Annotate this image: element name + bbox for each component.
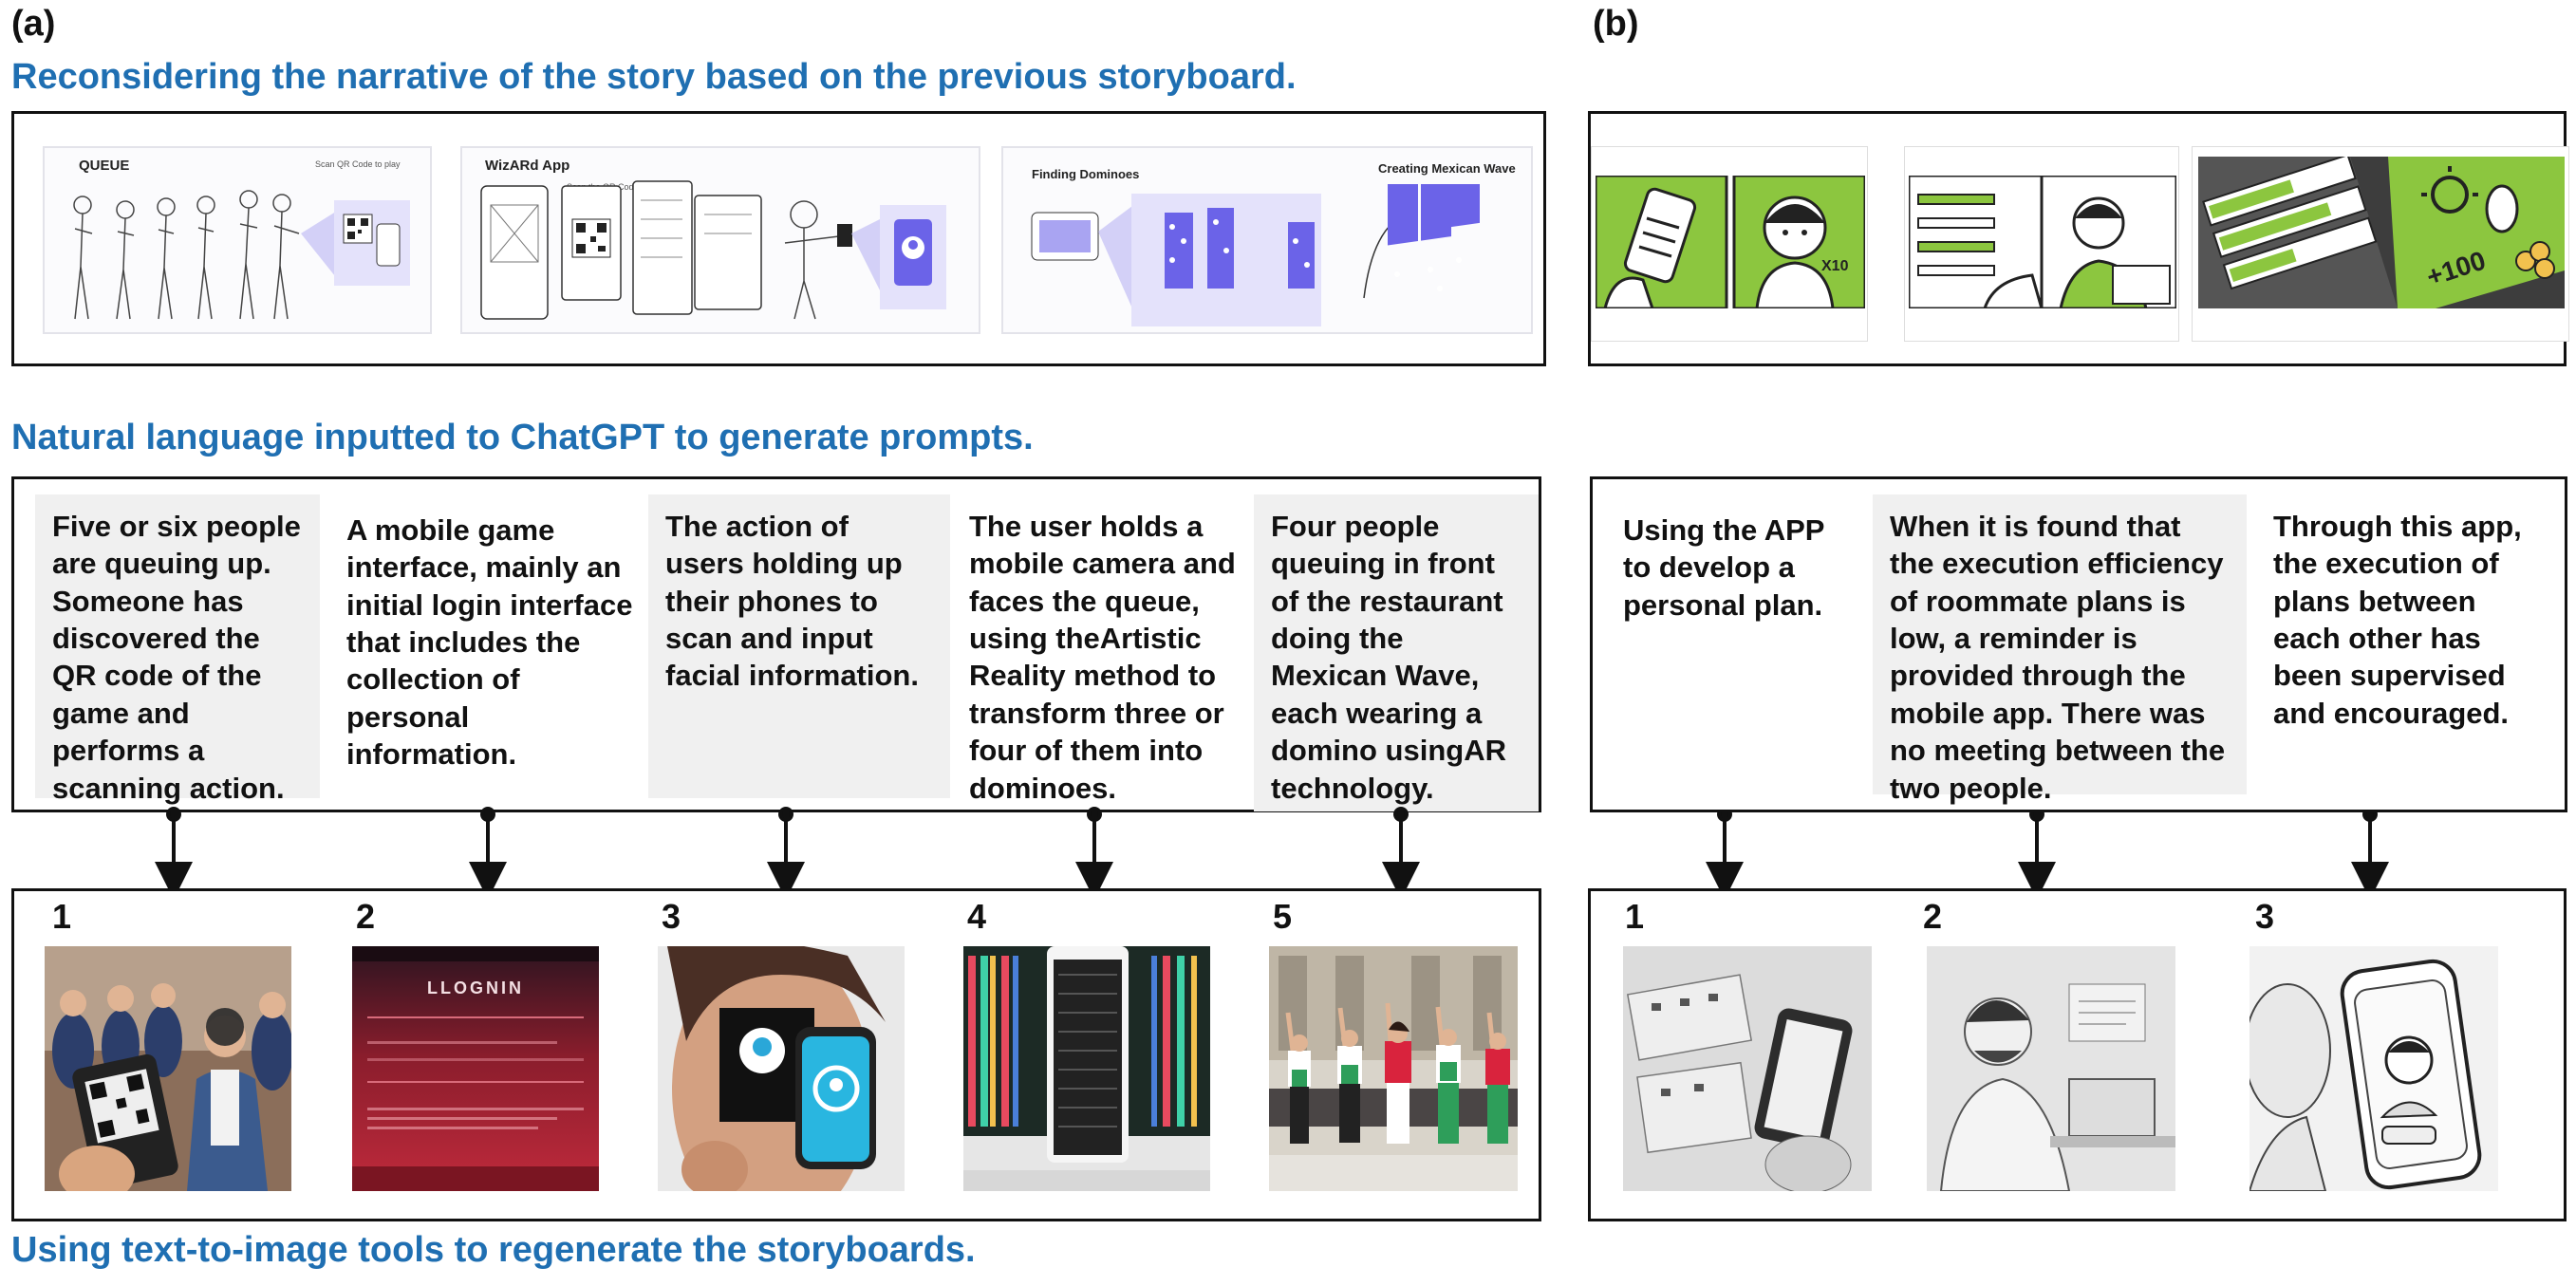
dominoes-sketch-drawing — [1031, 184, 1480, 326]
heading-reconsidering: Reconsidering the narrative of the story… — [11, 57, 1297, 97]
panel-a-label: (a) — [11, 4, 56, 44]
prompt-a-5: Four people queuing in front of the rest… — [1254, 494, 1539, 811]
sketch-queue: QUEUE Scan QR Code to play — [43, 146, 432, 334]
frames-box-a: 1 2 3 4 5 LLOGNIN — [11, 888, 1541, 1221]
wizard-sketch-drawing — [480, 180, 946, 320]
cartoon-b-1-score: X10 — [1821, 258, 1849, 274]
frame-b-1-image — [1623, 946, 1872, 1191]
prompt-a-1: Five or six people are queuing up. Someo… — [35, 494, 320, 805]
frame-a-5-number: 5 — [1273, 897, 1293, 936]
frame-a-4-image — [963, 946, 1210, 1191]
frame-b-3-number: 3 — [2255, 897, 2275, 936]
prompt-a-4: The user holds a mobile camera and faces… — [969, 510, 1236, 805]
frame-a-4-number: 4 — [967, 897, 987, 936]
prompt-b-3: Through this app, the execution of plans… — [2273, 510, 2522, 730]
frame-a-5-image — [1269, 946, 1518, 1191]
frame-a-1-image — [45, 946, 291, 1191]
prompt-a-3: The action of users holding up their pho… — [648, 494, 950, 798]
cartoon-b-3-drawing: +100 — [2198, 157, 2565, 308]
prompts-box-b: Using the APP to develop a personal plan… — [1590, 476, 2567, 812]
sketch-dominoes-title-right: Creating Mexican Wave — [1378, 161, 1516, 176]
frame-b-1-number: 1 — [1625, 897, 1645, 936]
panel-b-label: (b) — [1593, 4, 1639, 44]
frame-a-2-image: LLOGNIN — [352, 946, 599, 1191]
heading-natural-language: Natural language inputted to ChatGPT to … — [11, 418, 1034, 457]
frame-a-3-image — [658, 946, 905, 1191]
cartoon-b-1-drawing: X10 — [1596, 176, 1865, 308]
queue-sketch-drawing — [73, 190, 410, 320]
frame-b-3-image — [2249, 946, 2498, 1191]
sketch-wizard-title: WizARd App — [485, 158, 570, 174]
frames-box-b: 1 2 3 — [1588, 888, 2567, 1221]
frame-b-2-number: 2 — [1923, 897, 1943, 936]
sketch-dominoes-title-left: Finding Dominoes — [1032, 167, 1140, 181]
heading-text-to-image: Using text-to-image tools to regenerate … — [11, 1230, 976, 1270]
cartoon-b-3: +100 — [2192, 146, 2569, 342]
frame-a-3-number: 3 — [662, 897, 681, 936]
cartoon-b-2 — [1904, 146, 2179, 342]
frame-a-1-number: 1 — [52, 897, 72, 936]
prompt-a-2: A mobile game interface, mainly an initi… — [346, 513, 633, 772]
prompt-b-2: When it is found that the execution effi… — [1873, 494, 2247, 805]
prompt-b-1: Using the APP to develop a personal plan… — [1623, 513, 1824, 622]
prompts-box-a: Five or six people are queuing up. Someo… — [11, 476, 1541, 812]
cartoon-b-2-drawing — [1909, 176, 2176, 308]
previous-storyboard-box: QUEUE Scan QR Code to play WizARd App Sc… — [11, 111, 1546, 366]
sketch-wizard-app: WizARd App Scan the QR Code — [460, 146, 980, 334]
sketch-queue-caption: Scan QR Code to play — [315, 159, 401, 169]
cartoon-b-1: X10 — [1591, 146, 1868, 342]
sketch-queue-title: QUEUE — [79, 158, 130, 174]
connector-arrows — [155, 807, 2389, 892]
frame-b-2-image — [1927, 946, 2175, 1191]
sketch-dominoes: Finding Dominoes Creating Mexican Wave — [1001, 146, 1533, 334]
frame-a-2-number: 2 — [356, 897, 376, 936]
cartoons-box-b: X10 +100 — [1588, 111, 2569, 366]
login-screen-title: LLOGNIN — [427, 978, 524, 997]
